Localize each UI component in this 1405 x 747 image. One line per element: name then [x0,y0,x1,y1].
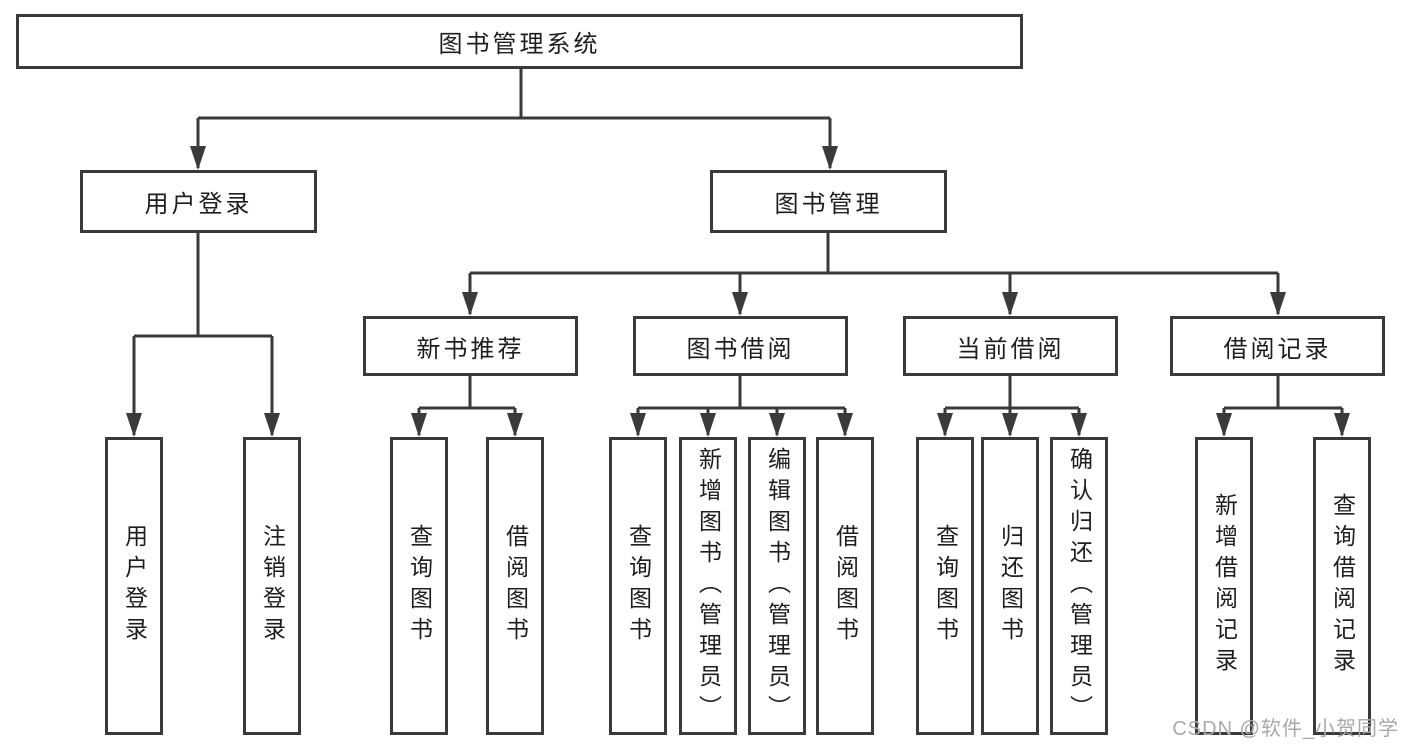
leaf-borrow-add-admin-label: 新增图书（管理员） [695,446,722,726]
connector-user-login-branch [126,233,280,437]
node-user-login: 用户登录 [80,170,317,233]
leaf-user-login: 用户登录 [105,437,163,735]
node-root-label: 图书管理系统 [438,31,601,58]
leaf-records-query-label: 查询借阅记录 [1329,493,1356,679]
leaf-borrow-edit-admin-label: 编辑图书（管理员） [764,446,791,726]
node-borrow-records: 借阅记录 [1170,316,1385,376]
leaf-newbook-query-label: 查询图书 [406,524,433,648]
node-new-book-recommend: 新书推荐 [363,316,578,376]
connector-book-management-branch [462,233,1286,316]
node-new-book-recommend-label: 新书推荐 [416,335,525,363]
node-borrow-records-label: 借阅记录 [1223,335,1332,363]
leaf-newbook-query: 查询图书 [390,437,448,735]
leaf-newbook-borrow-label: 借阅图书 [502,524,529,648]
connector-book-borrow-branch [630,376,853,437]
leaf-borrow-query: 查询图书 [609,437,667,735]
leaf-current-return: 归还图书 [981,437,1039,735]
node-book-borrow: 图书借阅 [633,316,848,376]
node-root: 图书管理系统 [16,14,1023,69]
leaf-current-return-label: 归还图书 [997,524,1024,648]
leaf-current-confirm-admin: 确认归还（管理员） [1050,437,1108,735]
leaf-logout-label: 注销登录 [259,524,286,648]
leaf-user-login-label: 用户登录 [121,524,148,648]
connector-current-borrow-branch [937,376,1087,437]
leaf-current-query: 查询图书 [916,437,974,735]
leaf-records-add-label: 新增借阅记录 [1211,493,1238,679]
leaf-borrow-book: 借阅图书 [816,437,874,735]
leaf-current-query-label: 查询图书 [932,524,959,648]
csdn-watermark: CSDN @软件_小贺同学 [1172,718,1399,740]
leaf-logout: 注销登录 [243,437,301,735]
connector-new-book-branch [411,376,523,437]
connector-borrow-records-branch [1216,376,1350,437]
leaf-records-query: 查询借阅记录 [1313,437,1371,735]
node-current-borrow: 当前借阅 [903,316,1118,376]
node-current-borrow-label: 当前借阅 [956,335,1065,363]
leaf-borrow-query-label: 查询图书 [625,524,652,648]
leaf-records-add: 新增借阅记录 [1195,437,1253,735]
leaf-borrow-add-admin: 新增图书（管理员） [679,437,737,735]
connector-root-to-level2 [190,69,838,170]
leaf-borrow-book-label: 借阅图书 [832,524,859,648]
node-user-login-label: 用户登录 [144,191,253,218]
leaf-borrow-edit-admin: 编辑图书（管理员） [748,437,806,735]
leaf-newbook-borrow: 借阅图书 [486,437,544,735]
node-book-management: 图书管理 [710,170,947,233]
node-book-borrow-label: 图书借阅 [686,335,795,363]
node-book-management-label: 图书管理 [774,191,883,218]
leaf-current-confirm-admin-label: 确认归还（管理员） [1066,446,1093,726]
